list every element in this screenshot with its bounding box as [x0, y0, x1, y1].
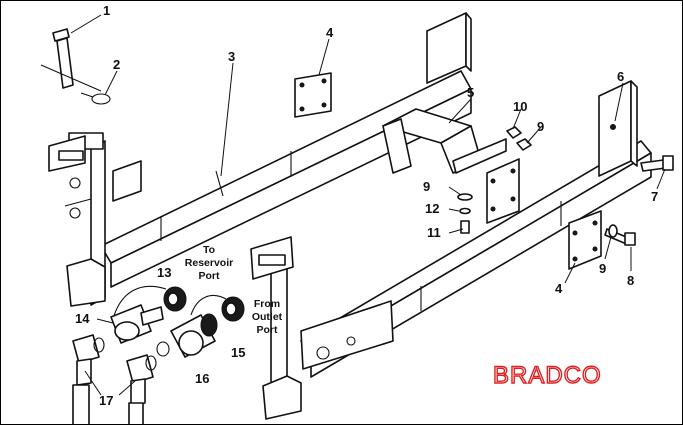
callout-17: 17: [99, 393, 113, 408]
callout-leaders: [70, 14, 666, 396]
bolt-8: [604, 224, 636, 246]
callout-6: 6: [617, 69, 624, 84]
coupler-16: [156, 313, 218, 358]
callout-2: 2: [113, 57, 120, 72]
center-bracket: [382, 108, 520, 224]
mounting-plate-lower: [568, 210, 602, 270]
callout-14: 14: [75, 311, 90, 326]
outlet-note-line-1: From: [254, 298, 280, 310]
callout-10: 10: [513, 99, 527, 114]
callout-15: 15: [231, 345, 245, 360]
mounting-plate-top: [294, 72, 332, 118]
left-frame-rail: [100, 70, 472, 288]
lynch-clip: [80, 92, 111, 105]
right-end-plate: [598, 80, 638, 177]
callout-11: 11: [427, 225, 441, 240]
callout-labels: 1 2 3 4 5 6 7 8 9 9 9 10 11 12 4 13 14 1…: [75, 3, 658, 408]
dust-cap-13: [112, 285, 187, 320]
callout-1: 1: [103, 3, 110, 18]
rail-end-plate: [426, 12, 472, 84]
outlet-note-line-2: Outlet: [252, 311, 283, 323]
coupler-14: [110, 304, 164, 344]
callout-16: 16: [195, 371, 209, 386]
right-upright-bracket: [250, 236, 394, 420]
brand-logo: BRADCO: [493, 362, 602, 389]
hitch-pin: [40, 28, 102, 92]
bolt-7: [640, 155, 674, 172]
callout-8: 8: [627, 273, 634, 288]
left-upright-bracket: [48, 132, 142, 307]
callout-4-top: 4: [326, 25, 334, 40]
callout-13: 13: [157, 265, 171, 280]
right-frame-rail: [300, 140, 652, 378]
reservoir-port-note: To Reservoir Port: [185, 244, 233, 282]
callout-3: 3: [228, 49, 235, 64]
reservoir-note-line-3: Port: [199, 270, 221, 282]
callout-9-lower: 9: [599, 261, 606, 276]
reservoir-note-line-1: To: [203, 244, 215, 256]
outlet-port-note: From Outlet Port: [252, 298, 283, 336]
callout-12: 12: [425, 201, 439, 216]
callout-7: 7: [651, 189, 658, 204]
callout-5: 5: [467, 85, 474, 100]
callout-9-middle: 9: [423, 179, 430, 194]
elbow-fittings-17: [72, 334, 157, 424]
dust-cap-15: [190, 295, 245, 322]
callout-4-lower: 4: [555, 281, 563, 296]
callout-9-upper: 9: [537, 119, 544, 134]
reservoir-note-line-2: Reservoir: [185, 257, 233, 269]
hardware-stack: [457, 126, 532, 234]
outlet-note-line-3: Port: [257, 324, 279, 336]
